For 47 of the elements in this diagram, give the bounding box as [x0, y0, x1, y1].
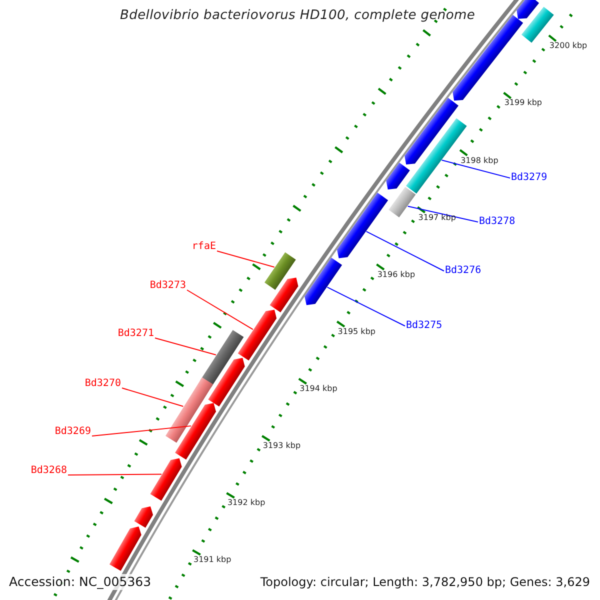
- leader-line: [366, 230, 444, 272]
- gene-block: [109, 526, 142, 571]
- leader-line: [326, 286, 406, 326]
- gene-label: Bd3278: [479, 216, 516, 228]
- position-label: 3191 kbp: [193, 555, 232, 566]
- position-label: 3195 kbp: [338, 327, 376, 338]
- leader-line: [92, 425, 192, 436]
- gene-label: Bd3270: [84, 378, 121, 390]
- accession-text: Accession: NC_005363: [7, 574, 154, 590]
- gene-label: rfaE: [192, 241, 216, 253]
- gene-label: Bd3269: [54, 426, 91, 438]
- position-label: 3194 kbp: [300, 384, 338, 394]
- gene-block: [516, 0, 540, 19]
- position-label: 3193 kbp: [262, 441, 301, 452]
- leader-line: [154, 338, 216, 356]
- title: Bdellovibrio bacteriovorus HD100, complete genome: [120, 8, 476, 23]
- gene-block: [264, 252, 296, 290]
- leader-line: [407, 206, 478, 222]
- gene-label: Bd3268: [30, 465, 67, 477]
- leader-line: [441, 160, 510, 178]
- gene-block: [238, 310, 277, 360]
- position-label: 3197 kbp: [418, 212, 456, 223]
- position-label: 3198 kbp: [460, 156, 498, 166]
- genome-stats-text: Topology: circular; Length: 3,782,950 bp; Genes: 3,629: [258, 574, 592, 590]
- gene-block: [134, 506, 154, 528]
- gene-label: Bd3273: [150, 280, 186, 292]
- leader-line: [122, 388, 184, 407]
- gene-block: [404, 98, 458, 165]
- gene-block: [336, 192, 388, 258]
- position-label: 3196 kbp: [377, 270, 416, 280]
- leader-line: [68, 474, 162, 476]
- gene-block: [208, 358, 245, 407]
- gene-block: [304, 258, 342, 306]
- gene-block: [175, 403, 216, 460]
- gene-label: Bd3271: [118, 328, 154, 340]
- gene-label: Bd3279: [511, 172, 548, 184]
- position-label: 3199 kbp: [504, 98, 542, 108]
- gene-label: Bd3276: [445, 265, 482, 277]
- position-label: 3200 kbp: [549, 41, 588, 52]
- position-label: 3192 kbp: [227, 498, 266, 508]
- gene-label: Bd3275: [406, 320, 442, 332]
- leader-line: [216, 250, 275, 268]
- gene-block: [150, 458, 182, 501]
- gene-block: [165, 377, 214, 443]
- gene-block: [386, 162, 410, 190]
- gene-block: [270, 278, 298, 312]
- leader-line: [186, 290, 254, 330]
